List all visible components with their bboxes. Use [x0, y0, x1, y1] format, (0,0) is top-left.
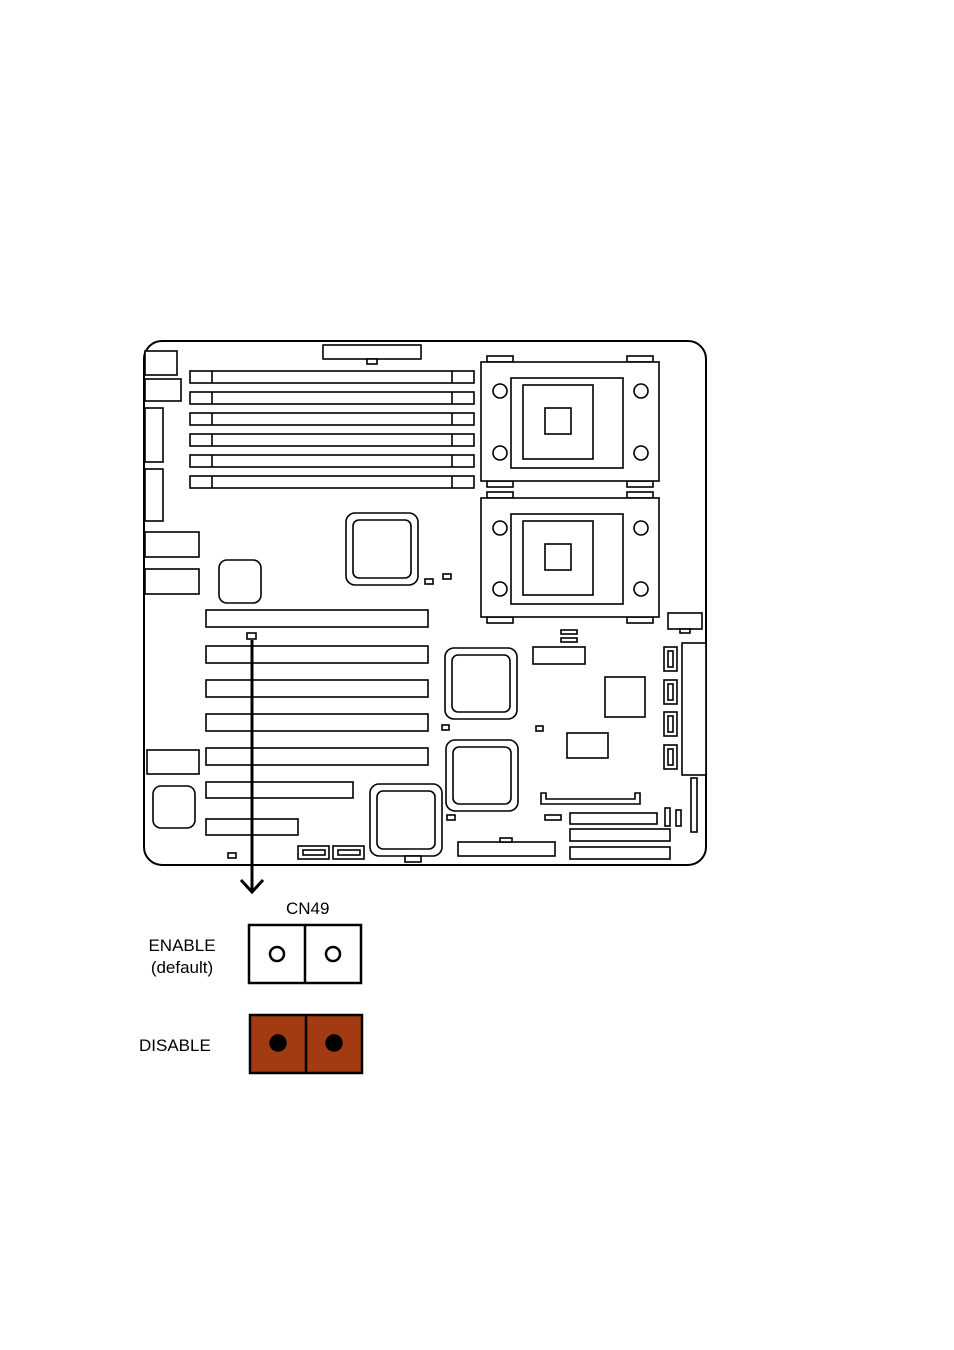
jumper-disable-diagram	[250, 1015, 362, 1073]
pci-slot	[206, 782, 353, 798]
enable-default-note: (default)	[144, 957, 220, 979]
chipset-4	[370, 784, 442, 856]
pci-slot	[206, 610, 428, 627]
dimm-slot	[190, 434, 474, 446]
pci-slot	[206, 748, 428, 765]
pci-slot	[206, 714, 428, 731]
pci-slot	[206, 646, 428, 663]
enable-text: ENABLE	[144, 935, 220, 957]
dimm-slot	[190, 455, 474, 467]
dimm-slot	[190, 476, 474, 488]
io-block	[145, 469, 163, 521]
cpu-socket-2	[481, 492, 659, 623]
chipset-2	[445, 648, 517, 719]
io-block	[145, 351, 177, 375]
cn49-jumper-on-board	[247, 633, 256, 639]
disable-label: DISABLE	[139, 1035, 211, 1057]
dimm-slot	[190, 371, 474, 383]
io-block	[145, 569, 199, 594]
dimm-slot	[190, 413, 474, 425]
small-chip	[219, 560, 261, 603]
jumper-name-label: CN49	[286, 898, 329, 920]
io-block	[145, 379, 181, 401]
bottom-connector	[458, 842, 555, 856]
io-block	[145, 532, 199, 557]
dimm-slot	[190, 392, 474, 404]
io-block	[145, 408, 163, 462]
chipset-3	[446, 740, 518, 811]
top-connector	[323, 345, 421, 359]
enable-label: ENABLE (default)	[144, 935, 220, 979]
cpu-socket-1	[481, 356, 659, 487]
chipset-1	[346, 513, 418, 585]
jumper-enable-diagram	[249, 925, 361, 983]
pci-slot	[206, 680, 428, 697]
